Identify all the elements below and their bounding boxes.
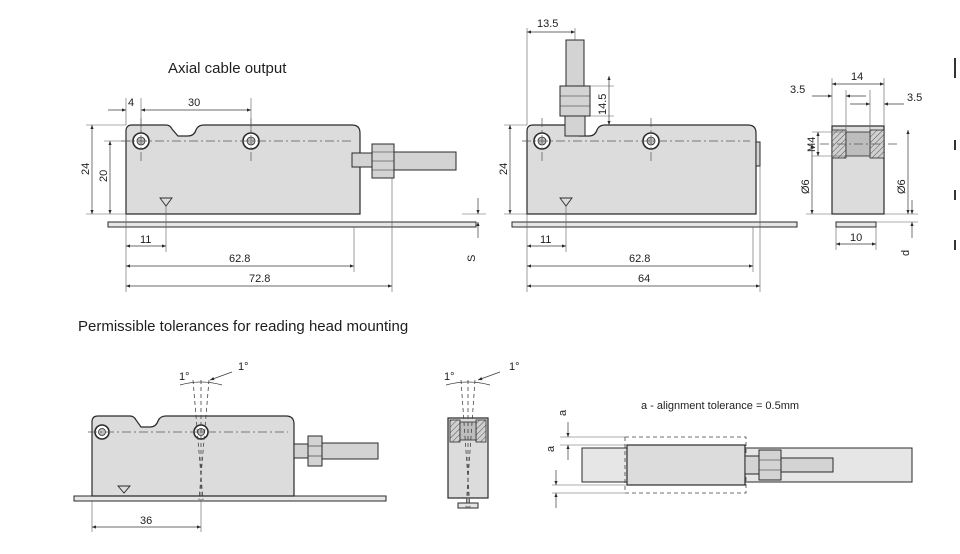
cable bbox=[393, 151, 457, 171]
dim-14: 14 bbox=[851, 71, 863, 83]
dim-3-5-right: 3.5 bbox=[907, 92, 922, 104]
tilt-angle-side-left: 1° bbox=[444, 371, 455, 383]
dim-64: 64 bbox=[638, 273, 650, 285]
dim-3-5-left: 3.5 bbox=[790, 84, 805, 96]
dim-S: S bbox=[466, 255, 478, 262]
dim-13-5: 13.5 bbox=[537, 18, 558, 30]
tilt-tolerance-front-view: 1° 1° 36 bbox=[73, 361, 387, 532]
dim-72-8: 72.8 bbox=[249, 273, 270, 285]
tolerances-title: Permissible tolerances for reading head … bbox=[78, 318, 408, 335]
dim-dia6-right: Ø6 bbox=[896, 179, 908, 194]
alignment-note: a - alignment tolerance = 0.5mm bbox=[641, 400, 799, 412]
dim-36: 36 bbox=[140, 515, 152, 527]
dim-4: 4 bbox=[128, 97, 134, 109]
axial-title: Axial cable output bbox=[168, 60, 287, 77]
side-plate bbox=[835, 221, 877, 228]
dim-62-8-radial: 62.8 bbox=[629, 253, 650, 265]
dim-30: 30 bbox=[188, 97, 200, 109]
dim-11-radial: 11 bbox=[540, 234, 551, 246]
dim-62-8: 62.8 bbox=[229, 253, 250, 265]
mounting-plate bbox=[107, 221, 477, 228]
dim-dia6-left: Ø6 bbox=[800, 179, 812, 194]
dim-24: 24 bbox=[80, 163, 92, 175]
dim-14-5: 14.5 bbox=[597, 94, 609, 115]
dim-a-top: a bbox=[557, 409, 569, 416]
radial-cable-view: 13.5 14.5 24 11 62.8 64 bbox=[498, 18, 798, 292]
side-section-view: 14 3.5 3.5 M4 Ø6 Ø6 10 d bbox=[790, 58, 956, 256]
dim-10: 10 bbox=[850, 232, 862, 244]
alignment-tolerance-view: a - alignment tolerance = 0.5mm a a bbox=[545, 400, 913, 508]
head-top bbox=[626, 444, 746, 486]
tilt-tolerance-side-view: 1° 1° bbox=[444, 361, 520, 509]
dim-d: d bbox=[900, 250, 912, 256]
dim-20: 20 bbox=[98, 170, 110, 182]
reading-head-body-radial bbox=[526, 124, 757, 215]
reference-mark bbox=[159, 197, 173, 207]
tilt-angle-right: 1° bbox=[238, 361, 249, 373]
tilt-angle-side-right: 1° bbox=[509, 361, 520, 373]
cable-nut-radial bbox=[559, 85, 591, 117]
dim-11: 11 bbox=[140, 234, 151, 246]
head-body-tilt bbox=[91, 415, 295, 497]
cable-radial bbox=[565, 39, 585, 87]
dim-a-bottom: a bbox=[545, 445, 557, 452]
dim-24-radial: 24 bbox=[498, 163, 510, 175]
axial-cable-view: Axial cable output 4 30 bbox=[80, 60, 486, 292]
reading-head-body bbox=[125, 124, 361, 215]
tilt-angle-left: 1° bbox=[179, 371, 190, 383]
mounting-plate-radial bbox=[511, 221, 798, 228]
